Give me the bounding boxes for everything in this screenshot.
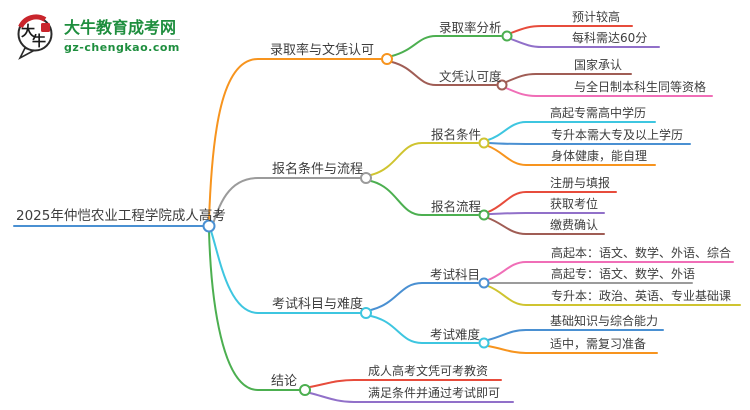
edge-leaf-pass-exam — [309, 392, 514, 403]
edge-leaf-college-degree — [488, 142, 691, 145]
leaf-state-recognized[interactable]: 国家承认 — [574, 58, 623, 72]
root-node-label[interactable]: 2025年仲恺农业工程学院成人高考 — [16, 208, 226, 224]
edge-root-branch3 — [210, 230, 361, 314]
sub-admission-analysis[interactable]: 录取率分析 — [439, 20, 502, 35]
leaf-health-selfcare[interactable]: 身体健康，能自理 — [551, 149, 648, 163]
seal-icon — [41, 23, 50, 32]
edge-leaf-teacher-cert — [309, 379, 502, 388]
leaf-teacher-cert[interactable]: 成人高考文凭可考教资 — [368, 364, 489, 378]
node-dot-exam-difficulty[interactable] — [478, 337, 490, 349]
logo-divider — [64, 39, 180, 40]
node-dot-signup-conditions[interactable] — [478, 137, 490, 149]
edge-leaf-payment — [487, 217, 605, 235]
leaf-college-degree-required[interactable]: 专升本需大专及以上学历 — [551, 128, 684, 142]
sub-exam-subjects[interactable]: 考试科目 — [430, 267, 481, 282]
node-dot-branch4[interactable] — [299, 384, 311, 396]
logo-title: 大牛教育成考网 — [64, 18, 177, 37]
edge-branch1-sub2 — [391, 61, 497, 86]
edge-leaf-register — [487, 191, 617, 213]
edge-branch2-sub2 — [370, 180, 479, 216]
node-dot-root[interactable] — [202, 219, 216, 233]
sub-signup-process[interactable]: 报名流程 — [431, 199, 482, 214]
node-dot-diploma-recognition[interactable] — [496, 79, 508, 91]
edge-root-branch4 — [208, 230, 300, 391]
branch-conclusion[interactable]: 结论 — [271, 374, 298, 389]
edge-branch2-sub1 — [370, 142, 479, 176]
edge-leaf-basics — [487, 329, 664, 341]
edge-root-branch1 — [208, 58, 382, 222]
site-logo: 大 牛 大牛教育成考网 gz-chengkao.com — [12, 12, 180, 60]
node-dot-exam-subjects[interactable] — [478, 277, 490, 289]
edge-branch1-sub1 — [391, 35, 502, 57]
branch-exam-subjects-difficulty[interactable]: 考试科目与难度 — [272, 297, 364, 312]
node-dot-branch2[interactable] — [360, 172, 372, 184]
branch-signup-conditions-process[interactable]: 报名条件与流程 — [272, 162, 364, 177]
node-dot-signup-process[interactable] — [478, 209, 490, 221]
leaf-register-fill[interactable]: 注册与填报 — [550, 176, 611, 190]
leaf-moderate-review[interactable]: 适中，需复习准备 — [550, 337, 647, 351]
edge-leaf-forecast — [510, 25, 633, 34]
edge-leaf-score60 — [510, 38, 660, 48]
edge-leaf-state-recognized — [505, 73, 632, 83]
leaf-zsb-subjects[interactable]: 专升本：政治、英语、专业基础课 — [551, 289, 732, 303]
leaf-basics-comprehensive[interactable]: 基础知识与综合能力 — [550, 314, 659, 328]
edge-leaf-equal-status — [505, 87, 713, 97]
edge-leaf-health — [487, 145, 656, 166]
leaf-highschool-required[interactable]: 高起专需高中学历 — [550, 106, 647, 120]
leaf-pass-exam[interactable]: 满足条件并通过考试即可 — [368, 386, 501, 400]
node-dot-branch1[interactable] — [381, 53, 393, 65]
badge-char-bottom: 牛 — [32, 33, 46, 50]
edge-root-branch2 — [210, 177, 361, 231]
leaf-payment-confirm[interactable]: 缴费确认 — [550, 218, 599, 232]
edge-leaf-zsb-subjects — [487, 285, 741, 306]
sub-diploma-recognition[interactable]: 文凭认可度 — [439, 69, 502, 84]
leaf-equal-qualification[interactable]: 与全日制本科生同等资格 — [574, 80, 707, 94]
leaf-get-seat[interactable]: 获取考位 — [550, 197, 599, 211]
edge-leaf-highschool — [487, 121, 656, 141]
daniu-bubble-icon: 大 牛 — [17, 14, 53, 60]
sub-signup-conditions[interactable]: 报名条件 — [431, 127, 482, 142]
edge-branch3-sub1 — [370, 282, 479, 311]
edge-leaf-seat — [488, 212, 605, 215]
sub-exam-difficulty[interactable]: 考试难度 — [430, 327, 481, 342]
edge-leaf-moderate — [487, 345, 658, 354]
edge-leaf-gqb-subjects — [487, 261, 734, 281]
node-dot-admission-analysis[interactable] — [501, 30, 513, 42]
leaf-gqz-subjects[interactable]: 高起专：语文、数学、外语 — [551, 267, 696, 281]
leaf-gqb-subjects[interactable]: 高起本：语文、数学、外语、综合 — [551, 246, 732, 260]
leaf-score-60[interactable]: 每科需达60分 — [572, 31, 648, 45]
node-dot-branch3[interactable] — [360, 307, 372, 319]
bubble-tail — [18, 46, 35, 60]
badge-char-top: 大 — [21, 23, 35, 40]
logo-subtitle: gz-chengkao.com — [64, 41, 180, 54]
leaf-forecast-high[interactable]: 预计较高 — [572, 10, 621, 24]
branch-admission-recognition[interactable]: 录取率与文凭认可 — [270, 43, 375, 58]
edge-branch3-sub2 — [370, 315, 479, 344]
